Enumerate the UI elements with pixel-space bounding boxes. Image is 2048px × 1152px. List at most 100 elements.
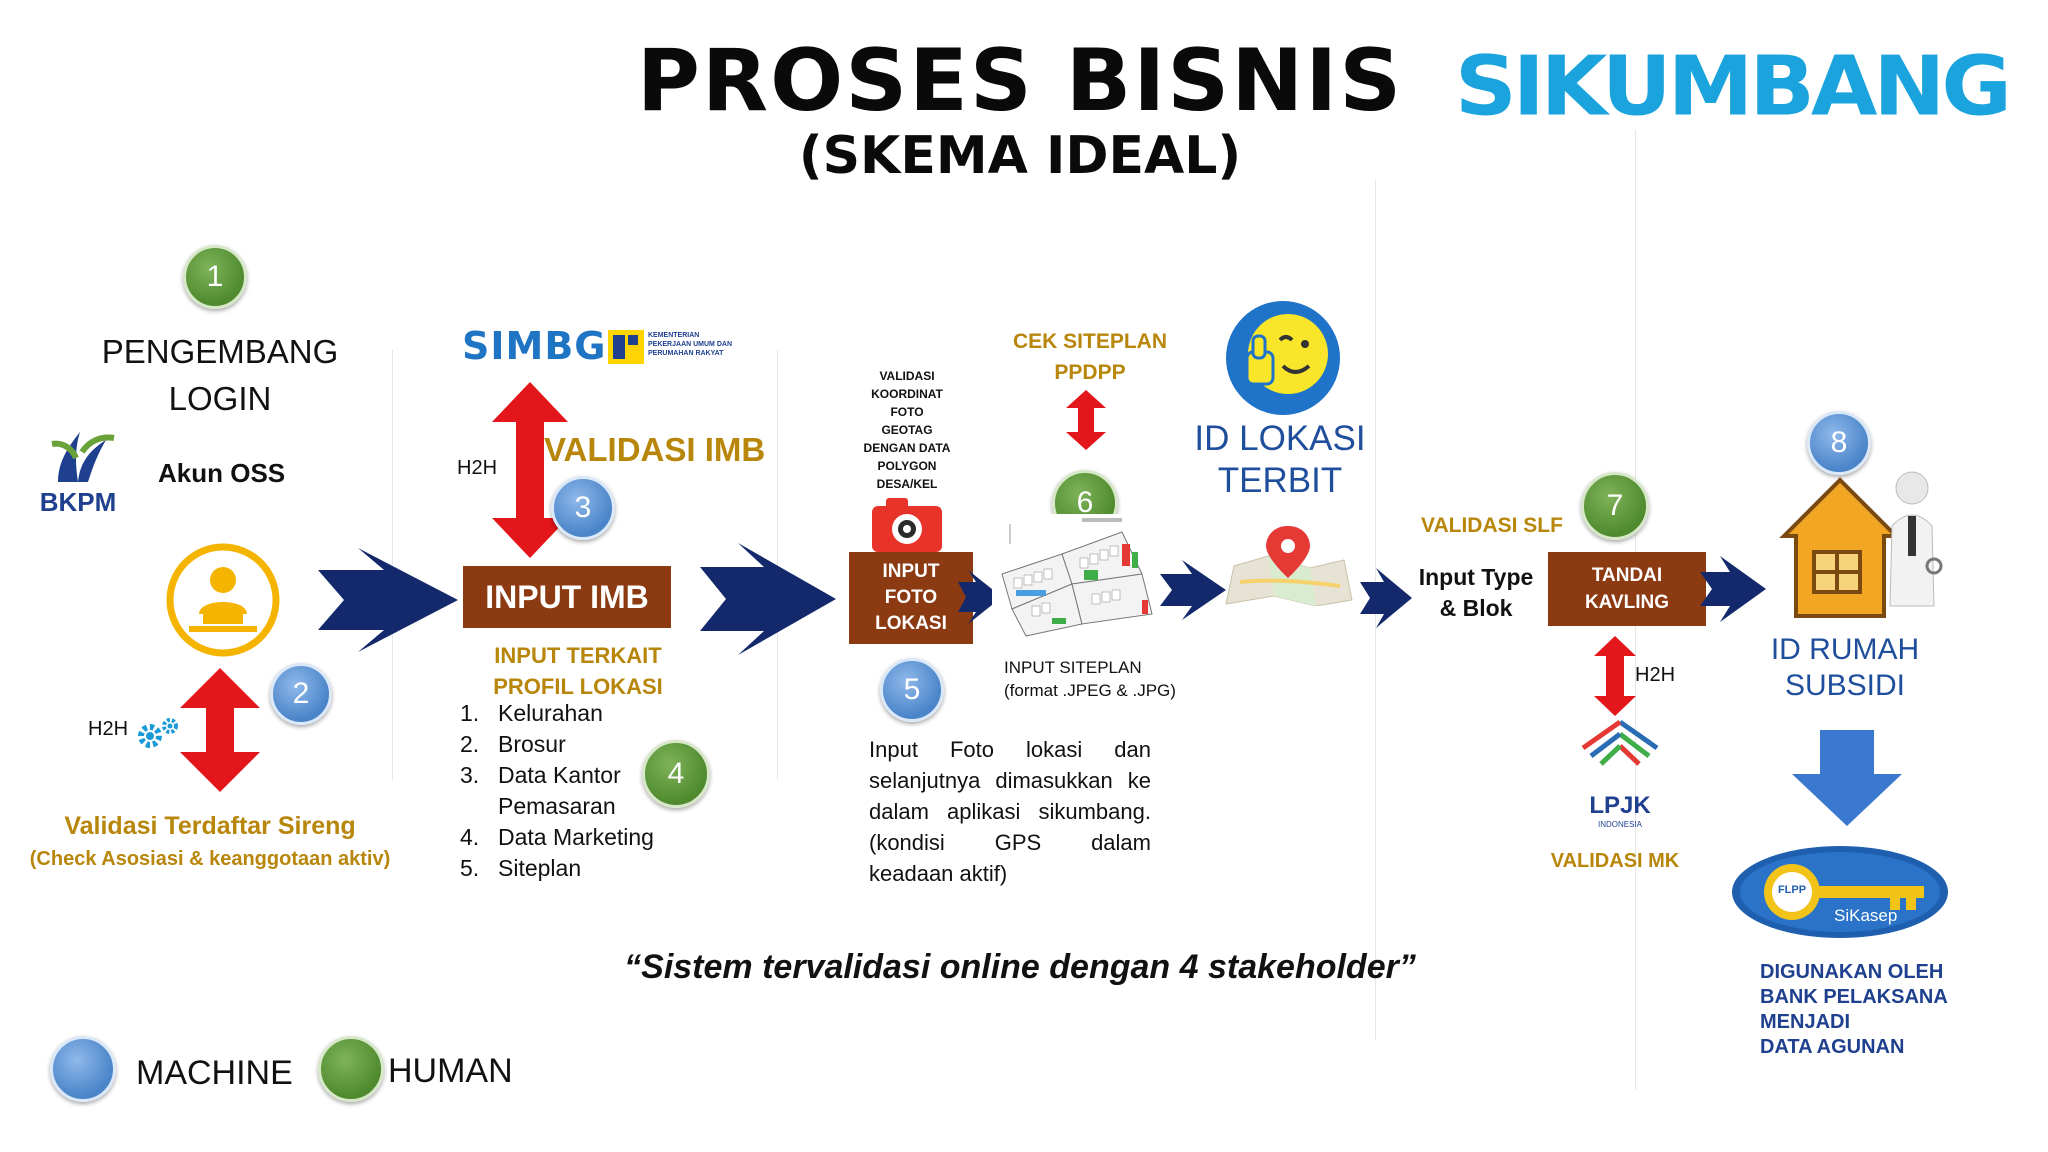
heading-line: INPUT TERKAIT [494, 643, 662, 668]
input-foto-lokasi-box: INPUT FOTO LOKASI [849, 552, 973, 644]
flow-arrow [1700, 556, 1766, 622]
flow-arrow [318, 548, 458, 652]
step-badge-machine: 2 [270, 663, 332, 725]
lpjk-emblem-icon [1575, 718, 1665, 768]
user-at-computer-icon [165, 542, 281, 658]
step-badge-human: 1 [183, 245, 247, 309]
h2h-double-arrow [180, 668, 260, 792]
step-badge-human: 7 [1581, 472, 1649, 540]
house-keyholder-icon [1772, 466, 1944, 626]
validation-imb-title: VALIDASI IMB [544, 431, 766, 468]
text-line: TERBIT [1217, 461, 1343, 500]
page-title: PROSES BISNIS [636, 31, 1404, 131]
stakeholder-quote: “Sistem tervalidasi online dengan 4 stak… [624, 948, 1416, 986]
validasi-slf: VALIDASI SLF [1421, 514, 1563, 537]
legend-human-swatch [318, 1036, 384, 1102]
h2h-label: H2H [1635, 664, 1676, 686]
list-item: Pemasaran [498, 793, 616, 819]
bkpm-logo: BKPM [18, 422, 138, 518]
divider [392, 350, 393, 780]
caption-line: (format .JPEG & .JPG) [1004, 681, 1176, 700]
caption-line: INPUT SITEPLAN [1004, 658, 1142, 677]
validation-sireng-title: Validasi Terdaftar Sireng [64, 812, 356, 840]
divider [777, 350, 778, 780]
flow-arrow [1160, 560, 1226, 620]
list-item: 4.Data Marketing [460, 824, 654, 850]
simbg-logo: SIMBG [462, 324, 607, 368]
text-line: KOORDINAT [871, 387, 943, 401]
cek-siteplan-text: CEK SITEPLAN PPDPP [1000, 326, 1180, 388]
input-type-blok: Input Type & Blok [1408, 562, 1544, 624]
box-line: FOTO [884, 587, 938, 608]
box-line: INPUT [882, 561, 940, 582]
heading-line: PROFIL LOKASI [493, 674, 663, 699]
box-line: KAVLING [1584, 592, 1670, 613]
text-line: ID LOKASI [1194, 419, 1366, 458]
step-badge-machine: 3 [551, 476, 615, 540]
foto-description: Input Foto lokasi dan selanjutnya dimasu… [869, 737, 1151, 886]
flow-arrow [1360, 568, 1412, 628]
input-imb-box: INPUT IMB [463, 566, 671, 628]
text-line: ID RUMAH [1770, 633, 1920, 666]
ministry-logo-text: KEMENTERIAN PEKERJAAN UMUM DAN PERUMAHAN… [648, 332, 733, 357]
text-line: VALIDASI [879, 369, 935, 383]
text-line: DESA/KEL [876, 477, 938, 491]
flow-arrow [700, 543, 836, 655]
page-subtitle: (SKEMA IDEAL) [798, 126, 1242, 186]
coordinate-validation-text: VALIDASI KOORDINAT FOTO GEOTAG DENGAN DA… [842, 367, 972, 493]
sikasep-logo: FLPP SiKasep [1730, 842, 1952, 942]
siteplan-map-image [992, 514, 1168, 644]
list-item: 2.Brosur [460, 731, 566, 757]
text-line: & Blok [1439, 595, 1513, 621]
id-lokasi-terbit: ID LOKASI TERBIT [1180, 418, 1380, 502]
list-item: 5.Siteplan [460, 855, 582, 881]
h2h-label: H2H [457, 457, 498, 479]
bkpm-wordmark: BKPM [39, 487, 117, 517]
id-rumah-subsidi: ID RUMAH SUBSIDI [1740, 632, 1950, 704]
double-arrow [1066, 390, 1106, 450]
text-line: FOTO [890, 405, 924, 419]
box-line: TANDAI [1591, 565, 1663, 586]
usage-note: DIGUNAKAN OLEH BANK PELAKSANA MENJADI DA… [1760, 960, 1948, 1060]
step1-heading: PENGEMBANG LOGIN [60, 328, 380, 422]
h2h-double-arrow [1594, 636, 1636, 716]
step-badge-machine: 5 [880, 658, 944, 722]
text-line: CEK SITEPLAN [1012, 330, 1167, 353]
bkpm-emblem-icon [51, 432, 115, 482]
step-badge-human: 4 [642, 740, 710, 808]
text-line: DIGUNAKAN OLEH [1760, 961, 1944, 983]
h2h-double-arrow [492, 382, 568, 558]
sikasep-wordmark: SiKasep [1834, 906, 1898, 925]
text-line: SUBSIDI [1784, 669, 1906, 702]
pupr-emblem-icon [608, 330, 644, 364]
list-item: 3.Data Kantor [460, 762, 621, 788]
lpjk-wordmark: LPJK [1589, 792, 1651, 819]
text-line: DATA AGUNAN [1760, 1036, 1905, 1058]
account-label: Akun OSS [158, 458, 286, 488]
step4-heading: INPUT TERKAIT PROFIL LOKASI [458, 640, 698, 702]
map-pin-icon [1220, 526, 1356, 607]
heading-line: LOGIN [168, 380, 272, 417]
heading-line: PENGEMBANG [101, 333, 339, 370]
siteplan-caption: INPUT SITEPLAN (format .JPEG & .JPG) [1004, 656, 1176, 702]
text-line: Input Type [1418, 564, 1534, 590]
text-line: PPDPP [1054, 361, 1126, 384]
validasi-mk: VALIDASI MK [1550, 850, 1680, 872]
gears-icon [134, 714, 182, 750]
flpp-label: FLPP [1777, 884, 1807, 896]
text-line: GEOTAG [881, 423, 933, 437]
step-badge-machine: 8 [1807, 411, 1871, 475]
text-line: BANK PELAKSANA [1760, 986, 1948, 1008]
text-line: MENJADI [1760, 1011, 1851, 1033]
smiley-thumbs-up-icon [1225, 300, 1341, 416]
list-item: 1.Kelurahan [460, 700, 603, 726]
profile-list: 1.Kelurahan 2.Brosur 3.Data Kantor Pemas… [460, 698, 654, 884]
box-line: LOKASI [875, 613, 947, 634]
legend-human-label: HUMAN [388, 1052, 513, 1090]
h2h-label: H2H [88, 718, 129, 740]
down-arrow [1792, 730, 1902, 826]
flow-arrow [958, 570, 1002, 624]
validation-sireng-note: (Check Asosiasi & keanggotaan aktiv) [29, 848, 391, 870]
tandai-kavling-box: TANDAI KAVLING [1548, 552, 1706, 626]
camera-icon [872, 498, 942, 552]
